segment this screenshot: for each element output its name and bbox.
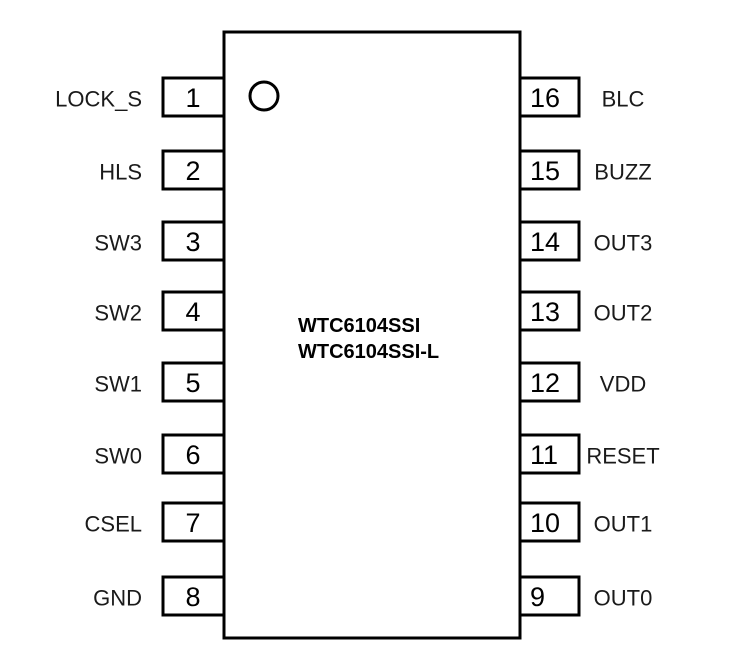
pin-1-number: 1 [185, 83, 200, 113]
pin-14: 14 OUT3 [518, 220, 653, 262]
pin-11-pad [518, 433, 581, 475]
pin-15-number: 15 [530, 156, 560, 186]
pin-13-label: OUT2 [594, 301, 653, 326]
pin-16-label: BLC [602, 87, 645, 112]
pin-15-label: BUZZ [594, 160, 651, 185]
pin-15: 15 BUZZ [518, 149, 652, 191]
pin-11-label: RESET [586, 444, 659, 469]
left-pin-column: 1 LOCK_S 2 HLS 3 SW3 4 SW2 5 SW1 6 SW0 7 CSEL 8 GND [55, 76, 226, 617]
pin-3-label: SW3 [94, 231, 142, 256]
pin-14-label: OUT3 [594, 231, 653, 256]
pin-2-pad [161, 149, 226, 191]
pin-7: 7 CSEL [85, 501, 226, 543]
pin-8-number: 8 [185, 582, 200, 612]
pin-1-label: LOCK_S [55, 87, 142, 112]
pin-1-pad [161, 76, 226, 118]
chip-body [222, 30, 522, 640]
pin-13: 13 OUT2 [518, 290, 653, 332]
pin-8: 8 GND [93, 575, 226, 617]
pin-10: 10 OUT1 [518, 501, 653, 543]
pin-11-number: 11 [530, 440, 558, 470]
pin-4: 4 SW2 [94, 290, 226, 332]
pin-3-number: 3 [185, 227, 200, 257]
pin-8-label: GND [93, 586, 142, 611]
pin-9-label: OUT0 [594, 586, 653, 611]
pin-5-label: SW1 [94, 372, 142, 397]
pin-4-number: 4 [185, 297, 200, 327]
pin-13-number: 13 [530, 297, 560, 327]
pin-5: 5 SW1 [94, 361, 226, 403]
pin-16-number: 16 [530, 83, 560, 113]
pin-5-number: 5 [185, 368, 200, 398]
pin-6-label: SW0 [94, 444, 142, 469]
pin-6-number: 6 [185, 440, 200, 470]
pin-5-pad [161, 361, 226, 403]
pin-4-label: SW2 [94, 301, 142, 326]
pin-9-pad [518, 575, 581, 617]
pin-10-number: 10 [530, 508, 560, 538]
pin1-marker-circle [248, 80, 280, 112]
pin-3: 3 SW3 [94, 220, 226, 262]
pin-12: 12 VDD [518, 361, 646, 403]
pin-1: 1 LOCK_S [55, 76, 226, 118]
pin-11: 11 RESET [518, 433, 660, 475]
pin-16: 16 BLC [518, 76, 645, 118]
pin-12-label: VDD [600, 372, 646, 397]
pin-7-number: 7 [185, 508, 200, 538]
pin-14-pad [518, 220, 581, 262]
pin-7-label: CSEL [85, 512, 142, 537]
pin-13-pad [518, 290, 581, 332]
pin-3-pad [161, 220, 226, 262]
pin-2-label: HLS [99, 160, 142, 185]
pin-14-number: 14 [530, 227, 560, 257]
pin-9-number: 9 [530, 582, 545, 612]
pin-12-number: 12 [530, 368, 560, 398]
pin-8-pad [161, 575, 226, 617]
pin-2: 2 HLS [99, 149, 226, 191]
pin-10-label: OUT1 [594, 512, 653, 537]
pin-9: 9 OUT0 [518, 575, 653, 617]
pin-2-number: 2 [185, 156, 200, 186]
pin-6: 6 SW0 [94, 433, 226, 475]
part-number-primary: WTC6104SSI [298, 315, 420, 337]
pin-12-pad [518, 361, 581, 403]
part-number-secondary: WTC6104SSI-L [298, 341, 439, 363]
